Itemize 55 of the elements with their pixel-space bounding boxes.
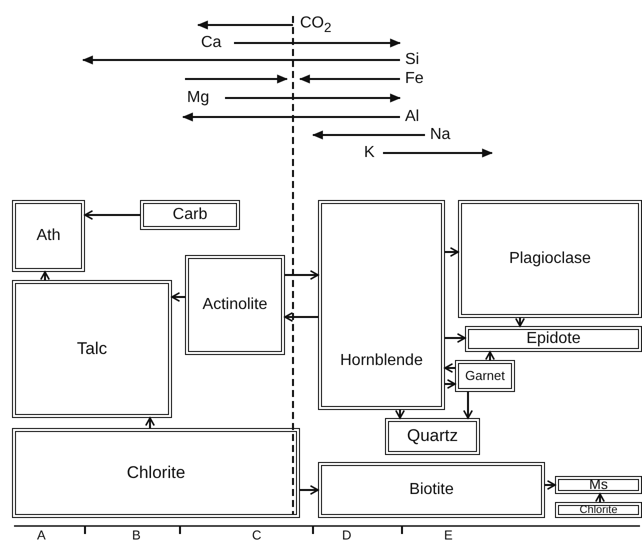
- zone-letter: D: [342, 528, 352, 542]
- zone-label: Garnet: [465, 368, 505, 384]
- zone-label: Ath: [36, 227, 60, 245]
- arrow: [285, 270, 319, 280]
- arrow: [84, 210, 140, 220]
- arrow: [445, 379, 456, 389]
- arrow: [444, 363, 455, 373]
- arrow: [171, 292, 185, 302]
- zone-label: Epidote: [526, 330, 581, 348]
- zone-label: Plagioclase: [509, 250, 591, 268]
- zone-box: [318, 200, 445, 410]
- zone-box: [12, 200, 85, 272]
- zone-box: [455, 360, 515, 392]
- zone-letter: E: [444, 528, 453, 542]
- element-label: Fe: [405, 71, 424, 87]
- arrow: [515, 318, 525, 327]
- arrow: [300, 485, 319, 495]
- zone-box: [458, 200, 642, 318]
- arrow: [545, 480, 556, 490]
- arrow: [284, 312, 318, 322]
- zone-box: [140, 200, 240, 230]
- arrow: [145, 417, 155, 428]
- zone-box: [465, 326, 642, 352]
- zone-label: Talc: [76, 340, 108, 358]
- arrow: [595, 493, 605, 502]
- arrow: [445, 333, 466, 343]
- arrow: [485, 351, 495, 360]
- element-label: Al: [405, 109, 420, 125]
- zone-label: Chlorite: [126, 464, 186, 482]
- zone-box: [555, 502, 642, 518]
- zone-label: Carb: [172, 206, 208, 224]
- zone-box: [385, 418, 480, 455]
- arrow: [395, 410, 405, 419]
- element-label: Ca: [201, 35, 222, 51]
- element-label: K: [364, 145, 375, 161]
- element-label: CO$_{2}$: [300, 16, 332, 34]
- zone-label: Ms: [589, 477, 608, 493]
- zone-box: [12, 280, 172, 418]
- element-label: Mg: [187, 90, 210, 106]
- element-label: Si: [405, 52, 420, 68]
- zone-box: [12, 428, 300, 518]
- arrow: [40, 271, 50, 280]
- element-label: Na: [430, 127, 450, 143]
- zone-letter: A: [37, 528, 46, 542]
- zone-box: [185, 255, 285, 355]
- zone-label: Hornblende: [340, 352, 423, 370]
- zone-letter: C: [252, 528, 262, 542]
- zone-label: Actinolite: [202, 296, 268, 314]
- arrow: [463, 392, 473, 419]
- zone-letter: B: [132, 528, 141, 542]
- arrow: [445, 247, 459, 257]
- zone-box: [318, 462, 545, 518]
- zone-label: Quartz: [406, 427, 458, 446]
- zone-box: [555, 476, 642, 494]
- zone-label: Biotite: [409, 481, 454, 499]
